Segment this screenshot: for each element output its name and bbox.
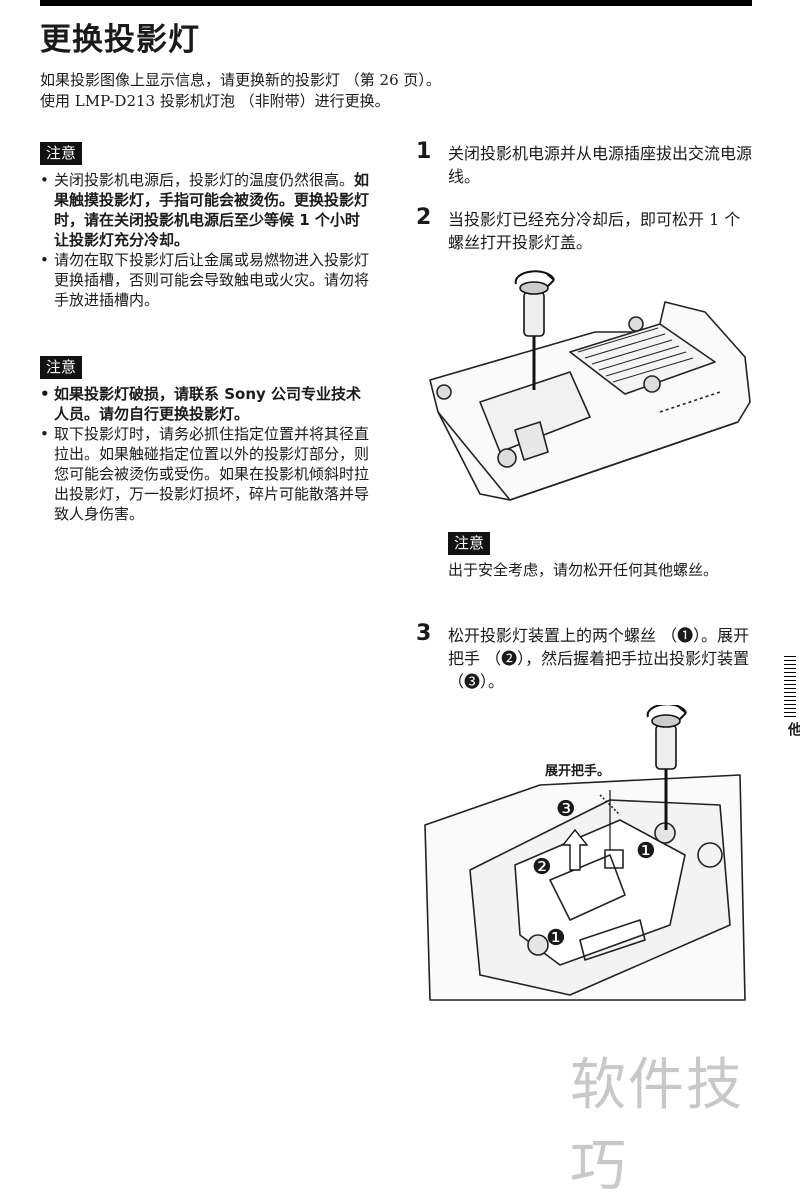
caution-1-item-2: 请勿在取下投影灯后让金属或易燃物进入投影灯更换插槽，否则可能会导致触电或火灾。请…	[40, 250, 370, 310]
note-label: 注意	[448, 532, 491, 555]
step-2-text: 当投影灯已经充分冷却后，即可松开 1 个螺丝打开投影灯盖。	[448, 210, 741, 252]
figure-open-lamp-cover	[429, 270, 751, 501]
caution-1-item-1: 关闭投影机电源后，投影灯的温度仍然很高。如果触摸投影灯，手指可能会被烫伤。更换投…	[40, 170, 370, 250]
marker-2-icon: ❷	[532, 855, 552, 880]
step-1-text: 关闭投影机电源并从电源插座拔出交流电源线。	[448, 144, 753, 186]
marker-1b-icon: ❶	[546, 926, 566, 951]
caution-label-1: 注意	[40, 142, 83, 165]
figure-handle-label: 展开把手。	[545, 764, 611, 779]
watermark-text: 软件技巧	[570, 1053, 744, 1199]
caution-1-item-1-bold: 如果触摸投影灯，手指可能会被烫伤。更换投影灯时，请在关闭投影机电源后至少等候 1…	[54, 171, 370, 249]
caution-2-item-2: 取下投影灯时，请务必抓住指定位置并将其径直拉出。如果触碰指定位置以外的投影灯部分…	[40, 424, 370, 524]
step-3-number: 3	[416, 621, 432, 646]
step-3: 3 松开投影灯装置上的两个螺丝 （❶）。展开把手 （❷），然后握着把手拉出投影灯…	[416, 621, 756, 693]
caution-2-item-1: 如果投影灯破损，请联系 Sony 公司专业技术人员。请勿自行更换投影灯。	[40, 384, 370, 424]
step-3-text: 松开投影灯装置上的两个螺丝 （❶）。展开把手 （❷），然后握着把手拉出投影灯装置…	[448, 626, 750, 691]
intro-line-2: 使用 LMP-D213 投影机灯泡 （非附带）进行更换。	[40, 92, 390, 110]
header-rule	[40, 0, 752, 6]
marker-3-icon: ❸	[556, 797, 576, 822]
marker-1a-icon: ❶	[636, 839, 656, 864]
step-1: 1 关闭投影机电源并从电源插座拔出交流电源线。	[416, 139, 756, 188]
figure-remove-lamp-unit	[424, 705, 746, 1001]
caution-list-2: 如果投影灯破损，请联系 Sony 公司专业技术人员。请勿自行更换投影灯。 取下投…	[40, 384, 370, 524]
side-tab-lines	[784, 656, 796, 718]
intro-line-1: 如果投影图像上显示信息，请更换新的投影灯 （第 26 页）。	[40, 71, 441, 89]
step-2-number: 2	[416, 205, 432, 230]
caution-label-2: 注意	[40, 356, 83, 379]
step-1-number: 1	[416, 139, 432, 164]
side-tab-label: 其他	[786, 722, 800, 736]
section-side-tab: 其他	[784, 656, 800, 736]
step-2: 2 当投影灯已经充分冷却后，即可松开 1 个螺丝打开投影灯盖。	[416, 205, 756, 254]
note-text: 出于安全考虑，请勿松开任何其他螺丝。	[448, 561, 719, 579]
caution-1-item-1-plain: 关闭投影机电源后，投影灯的温度仍然很高。	[54, 171, 355, 189]
intro-text: 如果投影图像上显示信息，请更换新的投影灯 （第 26 页）。 使用 LMP-D2…	[40, 70, 441, 112]
page-title: 更换投影灯	[40, 22, 200, 58]
caution-list-1: 关闭投影机电源后，投影灯的温度仍然很高。如果触摸投影灯，手指可能会被烫伤。更换投…	[40, 170, 370, 310]
